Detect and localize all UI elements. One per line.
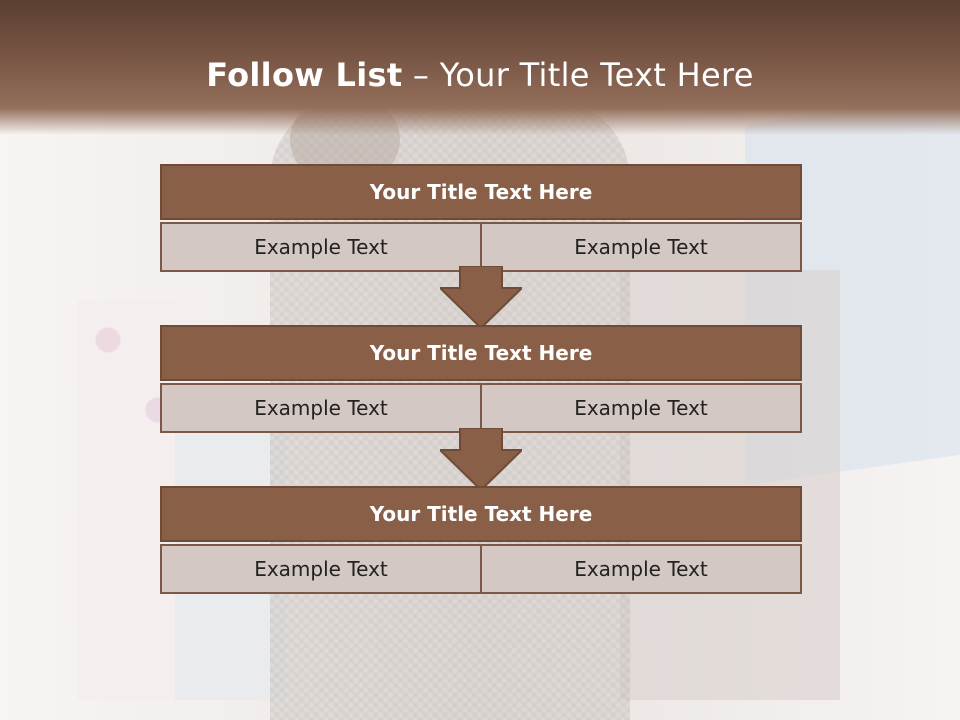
down-arrow-icon — [440, 428, 522, 492]
slide-title: Follow List – Your Title Text Here — [0, 56, 960, 94]
block-title: Your Title Text Here — [160, 486, 802, 542]
block-title: Your Title Text Here — [160, 325, 802, 381]
header-band — [0, 0, 960, 135]
list-block-1: Your Title Text Here Example Text Exampl… — [160, 164, 802, 272]
block-title: Your Title Text Here — [160, 164, 802, 220]
block-cell-left: Example Text — [160, 383, 482, 433]
block-row: Example Text Example Text — [160, 383, 802, 433]
block-cell-right: Example Text — [482, 222, 802, 272]
block-cell-left: Example Text — [160, 222, 482, 272]
list-block-2: Your Title Text Here Example Text Exampl… — [160, 325, 802, 433]
block-cell-left: Example Text — [160, 544, 482, 594]
block-cell-right: Example Text — [482, 544, 802, 594]
block-cell-right: Example Text — [482, 383, 802, 433]
slide-title-bold: Follow List — [206, 56, 403, 94]
slide-title-rest: – Your Title Text Here — [402, 56, 754, 94]
block-row: Example Text Example Text — [160, 544, 802, 594]
down-arrow-icon — [440, 266, 522, 330]
block-row: Example Text Example Text — [160, 222, 802, 272]
list-block-3: Your Title Text Here Example Text Exampl… — [160, 486, 802, 594]
